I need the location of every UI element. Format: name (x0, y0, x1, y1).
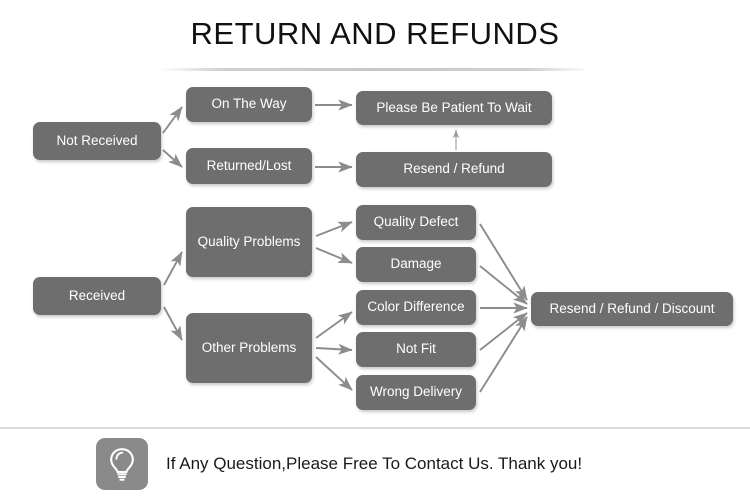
node-quality-problems[interactable]: Quality Problems (186, 207, 312, 277)
node-received[interactable]: Received (33, 277, 161, 315)
node-not-fit[interactable]: Not Fit (356, 332, 476, 367)
node-wrong-delivery[interactable]: Wrong Delivery (356, 375, 476, 410)
edge-damage-to-final (479, 265, 528, 305)
footer: If Any Question,Please Free To Contact U… (96, 438, 582, 490)
node-returned-lost[interactable]: Returned/Lost (186, 148, 312, 184)
edge-quality-defect-to-final (479, 223, 528, 301)
edge-wrong-delivery-to-final (479, 316, 528, 393)
edge-other-problems-to-wrong-delivery (315, 356, 353, 391)
edge-not-received-to-returned-lost (162, 149, 183, 168)
node-other-problems[interactable]: Other Problems (186, 313, 312, 383)
edge-received-to-quality-problems (163, 251, 183, 286)
edge-received-to-other-problems (163, 306, 183, 341)
node-resend-refund[interactable]: Resend / Refund (356, 152, 552, 187)
node-please-be-patient-to-wait[interactable]: Please Be Patient To Wait (356, 91, 552, 125)
node-quality-defect[interactable]: Quality Defect (356, 205, 476, 240)
node-not-received[interactable]: Not Received (33, 122, 161, 160)
footer-divider (0, 427, 750, 429)
edge-quality-problems-to-damage (315, 247, 353, 264)
edge-quality-problems-to-quality-defect (315, 221, 353, 237)
page-title: RETURN AND REFUNDS (190, 16, 560, 51)
node-damage[interactable]: Damage (356, 247, 476, 282)
footer-text: If Any Question,Please Free To Contact U… (166, 454, 583, 473)
title-divider (160, 68, 590, 71)
edge-other-problems-to-color-difference (315, 311, 353, 339)
node-on-the-way[interactable]: On The Way (186, 87, 312, 122)
edge-not-fit-to-final (479, 312, 528, 351)
node-resend-refund-discount[interactable]: Resend / Refund / Discount (531, 292, 733, 326)
edge-other-problems-to-not-fit (315, 343, 353, 355)
node-color-difference[interactable]: Color Difference (356, 290, 476, 325)
edge-not-received-to-on-the-way (162, 106, 183, 134)
lightbulb-icon (96, 438, 148, 490)
